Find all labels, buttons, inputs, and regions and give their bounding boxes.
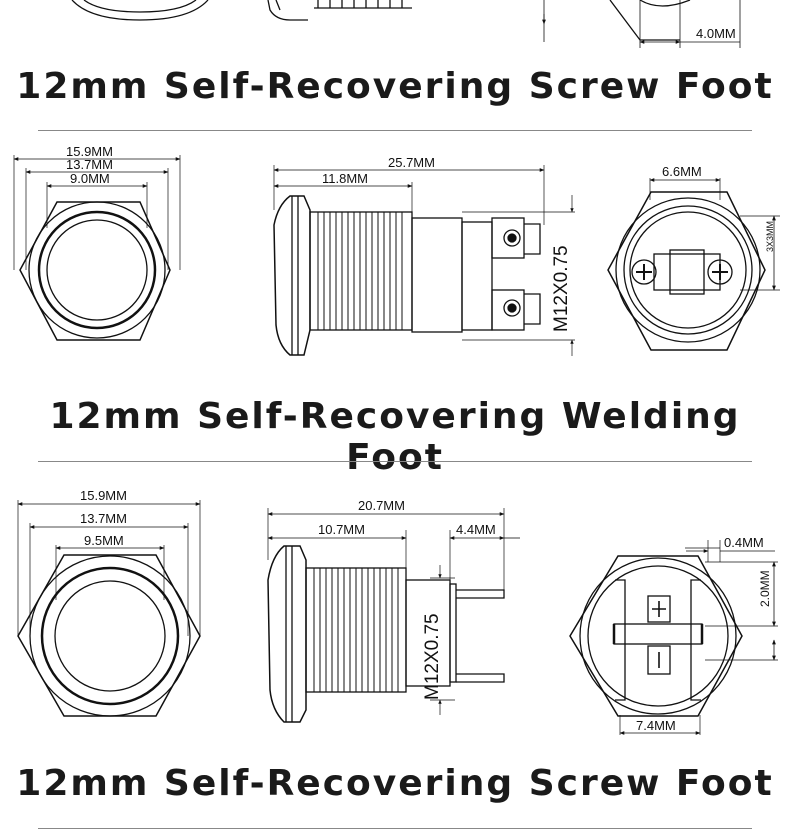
dim-screw-front-15-9: 15.9MM <box>80 488 127 503</box>
title-screw-foot-bottom: 12mm Self-Recovering Screw Foot <box>16 763 774 804</box>
thread-welding-side: M12X0.75 <box>551 245 572 332</box>
screw-side-view <box>267 508 505 723</box>
dim-screw-back-0-4: 0.4MM <box>724 535 764 550</box>
dim-screw-front-13-7: 13.7MM <box>80 511 127 526</box>
dim-welding-front-13-7: 13.7MM <box>66 157 113 172</box>
dim-screw-side-10-7: 10.7MM <box>318 522 365 537</box>
welding-front-view <box>13 155 181 341</box>
divider-middle <box>38 461 752 462</box>
dim-screw-side-4-4: 4.4MM <box>456 522 496 537</box>
dim-welding-back-6-6: 6.6MM <box>662 164 702 179</box>
dim-screw-back-2-0: 2.0MM <box>758 570 772 607</box>
dim-welding-back-3x3: 3X3MM <box>765 221 775 252</box>
dim-welding-side-25-7: 25.7MM <box>388 155 435 170</box>
dim-welding-front-9-0: 9.0MM <box>70 171 110 186</box>
dim-welding-side-11-8: 11.8MM <box>322 171 368 186</box>
welding-back-view <box>607 178 780 351</box>
divider-bottom <box>38 828 752 829</box>
title-welding-foot: 12mm Self-Recovering Welding Foot <box>49 396 741 478</box>
thread-screw-side: M12X0.75 <box>422 613 443 700</box>
screw-front-view <box>17 500 201 717</box>
dim-screw-front-9-5: 9.5MM <box>84 533 124 548</box>
dim-screw-side-20-7: 20.7MM <box>358 498 405 513</box>
top-partial-drawings <box>71 0 741 48</box>
welding-side-view <box>273 165 575 356</box>
screw-back-view <box>569 540 778 735</box>
dim-screw-back-7-4: 7.4MM <box>636 718 676 733</box>
title-screw-foot-top: 12mm Self-Recovering Screw Foot <box>16 66 774 107</box>
dim-top-4-0: 4.0MM <box>696 26 736 41</box>
dim-welding-front-15-9: 15.9MM <box>66 144 113 159</box>
divider-top <box>38 130 752 131</box>
